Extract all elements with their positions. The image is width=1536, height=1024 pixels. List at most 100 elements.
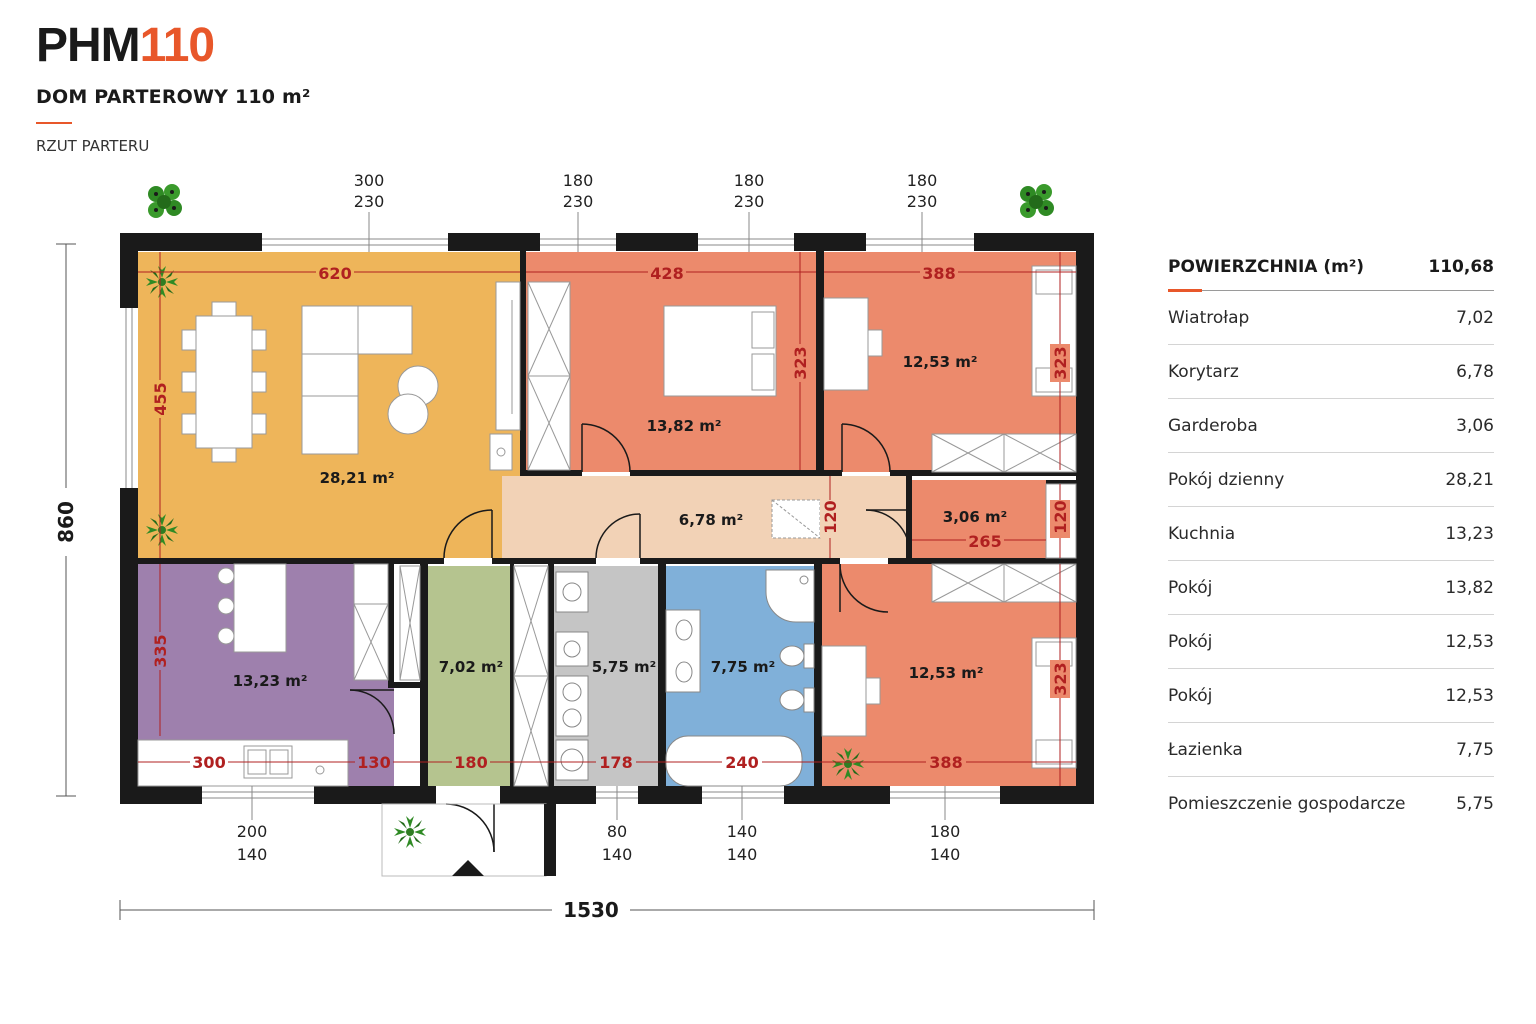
accent-divider — [36, 122, 72, 124]
row-label: Pokój dzienny — [1168, 469, 1285, 490]
living-width-dim: 620 — [318, 264, 351, 283]
row-value: 12,53 — [1445, 631, 1494, 652]
door-swings — [349, 423, 911, 853]
window-bottom-4-height: 140 — [930, 845, 961, 864]
table-row: Pokój dzienny 28,21 — [1168, 453, 1494, 507]
table-row: Pomieszczenie gospodarcze 5,75 — [1168, 777, 1494, 830]
window-dimensions-bottom — [251, 786, 946, 820]
row-label: Garderoba — [1168, 415, 1258, 436]
table-row: Korytarz 6,78 — [1168, 345, 1494, 399]
living-cabinet — [489, 281, 521, 471]
bedroom3-height-dim: 323 — [1051, 662, 1070, 695]
room-area-labels: 28,21 m² 13,82 m² 12,53 m² 6,78 m² 3,06 … — [233, 353, 1008, 690]
wardrobe-width-dim: 265 — [968, 532, 1001, 551]
table-row: Garderoba 3,06 — [1168, 399, 1494, 453]
bedroom1-height-dim: 323 — [791, 346, 810, 379]
row-label: Łazienka — [1168, 739, 1243, 760]
row-value: 7,75 — [1456, 739, 1494, 760]
brand-title: PHM110 — [36, 18, 215, 74]
area-table-total: 110,68 — [1428, 257, 1494, 277]
living-area: 28,21 m² — [320, 469, 395, 487]
wardrobe-area: 3,06 m² — [943, 508, 1007, 526]
utility-width-dim: 178 — [599, 753, 632, 772]
row-value: 7,02 — [1456, 307, 1494, 328]
bedroom2-width-dim: 388 — [922, 264, 955, 283]
red-dimension-labels: 620 455 428 323 388 323 120 265 120 335 … — [150, 262, 1070, 772]
bathroom-width-dim: 240 — [725, 753, 758, 772]
area-table-header-label: POWIERZCHNIA (m²) — [1168, 257, 1365, 277]
table-row: Kuchnia 13,23 — [1168, 507, 1494, 561]
window-top-3-width: 180 — [734, 171, 765, 190]
plant-icon — [148, 184, 182, 218]
bedroom-3-furniture — [821, 563, 1077, 769]
table-row: Wiatrołap 7,02 — [1168, 291, 1494, 345]
window-top-4-width: 180 — [907, 171, 938, 190]
overall-dimension-lines — [56, 243, 1095, 920]
row-label: Pokój — [1168, 577, 1213, 598]
vestibule-width-dim: 180 — [454, 753, 487, 772]
window-bottom-3-height: 140 — [727, 845, 758, 864]
window-bottom-1-height: 140 — [237, 845, 268, 864]
row-value: 12,53 — [1445, 685, 1494, 706]
area-table-header: POWIERZCHNIA (m²) 110,68 — [1168, 244, 1494, 292]
kitchen-area: 13,23 m² — [233, 672, 308, 690]
plant-icon — [1020, 184, 1054, 218]
kitchen-width-dim: 300 — [192, 753, 225, 772]
window-top-1-width: 300 — [354, 171, 385, 190]
row-label: Pokój — [1168, 631, 1213, 652]
corridor-area: 6,78 m² — [679, 511, 743, 529]
row-label: Wiatrołap — [1168, 307, 1250, 328]
house-subtitle: DOM PARTEROWY 110 m² — [36, 86, 311, 108]
corridor-height-dim: 120 — [821, 500, 840, 533]
row-label: Kuchnia — [1168, 523, 1236, 544]
row-label: Pokój — [1168, 685, 1213, 706]
window-top-3-height: 230 — [734, 192, 765, 211]
row-value: 5,75 — [1456, 793, 1494, 814]
interior-walls — [138, 251, 1076, 786]
bedroom1-width-dim: 428 — [650, 264, 683, 283]
dining-table — [181, 301, 267, 463]
table-row: Pokój 12,53 — [1168, 669, 1494, 723]
row-label: Korytarz — [1168, 361, 1239, 382]
area-table: POWIERZCHNIA (m²) 110,68 Wiatrołap 7,02 K… — [1168, 244, 1494, 830]
window-bottom-3-width: 140 — [727, 822, 758, 841]
window-dimensions-top — [368, 212, 923, 252]
vestibule-wardrobes — [399, 565, 549, 787]
bedroom2-height-dim: 323 — [1051, 346, 1070, 379]
plan-caption: RZUT PARTERU — [36, 137, 150, 155]
row-value: 28,21 — [1445, 469, 1494, 490]
overall-width: 1530 — [563, 898, 619, 922]
bedroom-1-furniture — [527, 281, 777, 471]
brand-number: 110 — [139, 19, 215, 72]
bedroom2-area: 12,53 m² — [903, 353, 978, 371]
window-top-4-height: 230 — [907, 192, 938, 211]
bathroom-area: 7,75 m² — [711, 658, 775, 676]
vestibule-area: 7,02 m² — [439, 658, 503, 676]
bedroom3-width-dim: 388 — [929, 753, 962, 772]
row-value: 3,06 — [1456, 415, 1494, 436]
window-top-2-width: 180 — [563, 171, 594, 190]
utility-area: 5,75 m² — [592, 658, 656, 676]
plant-icon — [394, 816, 426, 848]
row-label: Pomieszczenie gospodarcze — [1168, 793, 1406, 814]
area-table-accent — [1168, 289, 1202, 292]
kitchen-width2-dim: 130 — [357, 753, 390, 772]
row-value: 13,23 — [1445, 523, 1494, 544]
row-value: 6,78 — [1456, 361, 1494, 382]
living-height-dim: 455 — [151, 382, 170, 415]
window-top-2-height: 230 — [563, 192, 594, 211]
window-bottom-2-width: 80 — [607, 822, 627, 841]
bedroom1-area: 13,82 m² — [647, 417, 722, 435]
bedroom3-area: 12,53 m² — [909, 664, 984, 682]
brand-prefix: PHM — [36, 19, 141, 72]
wardrobe-height-dim: 120 — [1051, 500, 1070, 533]
window-bottom-2-height: 140 — [602, 845, 633, 864]
plant-icon — [832, 748, 864, 780]
sofa — [301, 305, 439, 455]
kitchen-height-dim: 335 — [151, 634, 170, 667]
window-bottom-4-width: 180 — [930, 822, 961, 841]
entrance-steps — [381, 803, 556, 877]
table-row: Pokój 12,53 — [1168, 615, 1494, 669]
